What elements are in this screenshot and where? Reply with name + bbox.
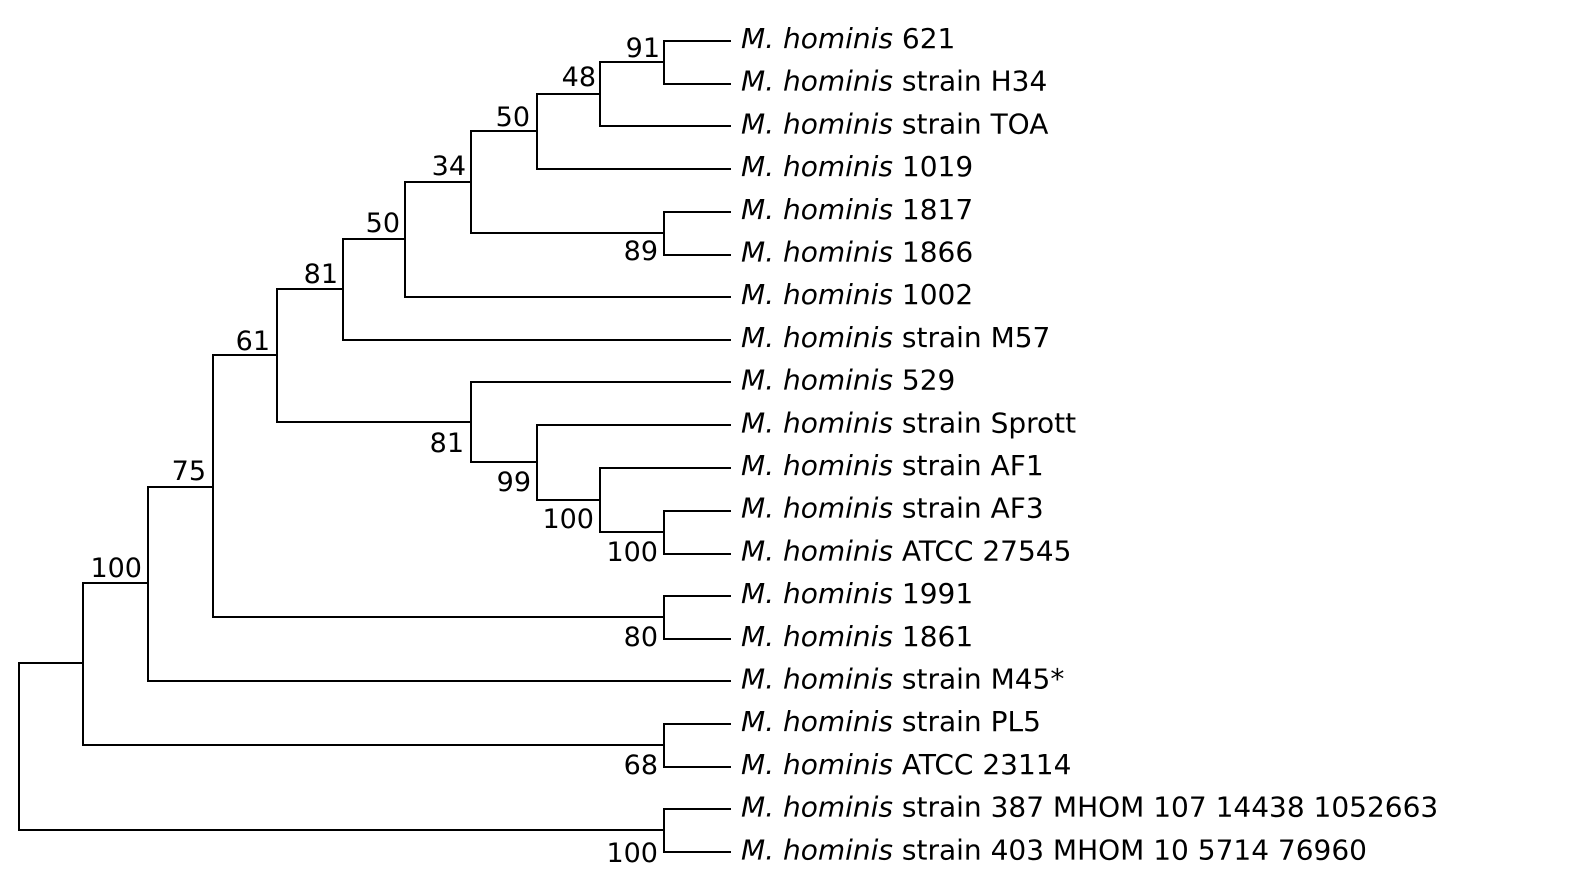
leaf-label: M. hominis 529 — [741, 364, 955, 397]
bootstrap-label: 81 — [304, 259, 338, 290]
bootstrap-label: 68 — [624, 750, 658, 781]
species-name: M. hominis — [741, 577, 893, 610]
leaf-label: M. hominis strain Sprott — [741, 406, 1076, 439]
strain-name: strain 387 MHOM 107 14438 1052663 — [893, 791, 1438, 824]
bootstrap-label: 34 — [432, 151, 466, 182]
tree-branches — [18, 40, 731, 853]
bootstrap-label: 100 — [606, 838, 658, 869]
bootstrap-values: 91 48 50 34 89 50 81 61 81 99 100 100 80… — [90, 33, 660, 869]
bootstrap-label: 81 — [430, 428, 464, 459]
species-name: M. hominis — [741, 791, 893, 824]
bootstrap-label: 48 — [562, 62, 596, 93]
leaf-label: M. hominis strain 403 MHOM 10 5714 76960 — [741, 833, 1367, 866]
leaf-label: M. hominis ATCC 23114 — [741, 748, 1071, 781]
leaf-label: M. hominis strain M57 — [741, 321, 1050, 354]
bootstrap-label: 99 — [497, 467, 531, 498]
species-name: M. hominis — [741, 406, 893, 439]
strain-name: strain M45* — [893, 663, 1064, 696]
bootstrap-label: 50 — [496, 102, 530, 133]
leaf-label: M. hominis strain 387 MHOM 107 14438 105… — [741, 791, 1438, 824]
leaf-label: M. hominis ATCC 27545 — [741, 534, 1071, 567]
species-name: M. hominis — [741, 534, 893, 567]
strain-name: strain PL5 — [893, 705, 1041, 738]
strain-name: strain 403 MHOM 10 5714 76960 — [893, 833, 1367, 866]
leaf-label: M. hominis 1991 — [741, 577, 973, 610]
leaf-label: M. hominis strain H34 — [741, 65, 1047, 98]
strain-name: strain AF1 — [893, 449, 1044, 482]
species-name: M. hominis — [741, 620, 893, 653]
species-name: M. hominis — [741, 748, 893, 781]
species-name: M. hominis — [741, 236, 893, 269]
species-name: M. hominis — [741, 65, 893, 98]
species-name: M. hominis — [741, 364, 893, 397]
leaf-label: M. hominis 621 — [741, 22, 955, 55]
leaf-label: M. hominis strain TOA — [741, 107, 1048, 140]
bootstrap-label: 100 — [606, 537, 658, 568]
strain-name: 529 — [893, 364, 955, 397]
strain-name: strain H34 — [893, 65, 1047, 98]
leaf-label: M. hominis strain AF3 — [741, 492, 1044, 525]
leaf-label: M. hominis 1861 — [741, 620, 973, 653]
bootstrap-label: 100 — [90, 553, 142, 584]
species-name: M. hominis — [741, 492, 893, 525]
species-name: M. hominis — [741, 150, 893, 183]
strain-name: strain Sprott — [893, 406, 1076, 439]
bootstrap-label: 100 — [542, 504, 594, 535]
species-name: M. hominis — [741, 321, 893, 354]
strain-name: strain M57 — [893, 321, 1050, 354]
strain-name: 1866 — [893, 236, 973, 269]
leaf-label: M. hominis 1019 — [741, 150, 973, 183]
bootstrap-label: 80 — [624, 622, 658, 653]
leaf-label: M. hominis strain M45* — [741, 663, 1064, 696]
bootstrap-label: 91 — [626, 33, 660, 64]
species-name: M. hominis — [741, 278, 893, 311]
strain-name: 1861 — [893, 620, 973, 653]
leaf-label: M. hominis strain PL5 — [741, 705, 1041, 738]
species-name: M. hominis — [741, 663, 893, 696]
strain-name: 621 — [893, 22, 955, 55]
strain-name: 1991 — [893, 577, 973, 610]
species-name: M. hominis — [741, 193, 893, 226]
leaf-label: M. hominis 1866 — [741, 236, 973, 269]
species-name: M. hominis — [741, 449, 893, 482]
bootstrap-label: 75 — [172, 456, 206, 487]
bootstrap-label: 50 — [366, 208, 400, 239]
species-name: M. hominis — [741, 107, 893, 140]
strain-name: 1002 — [893, 278, 973, 311]
leaf-label: M. hominis 1817 — [741, 193, 973, 226]
bootstrap-label: 61 — [236, 326, 270, 357]
species-name: M. hominis — [741, 705, 893, 738]
strain-name: 1019 — [893, 150, 973, 183]
strain-name: ATCC 23114 — [893, 748, 1071, 781]
strain-name: ATCC 27545 — [893, 534, 1071, 567]
strain-name: strain AF3 — [893, 492, 1044, 525]
leaf-label: M. hominis strain AF1 — [741, 449, 1044, 482]
bootstrap-label: 89 — [624, 236, 658, 267]
leaf-label: M. hominis 1002 — [741, 278, 973, 311]
strain-name: strain TOA — [893, 107, 1048, 140]
species-name: M. hominis — [741, 22, 893, 55]
species-name: M. hominis — [741, 833, 893, 866]
strain-name: 1817 — [893, 193, 973, 226]
